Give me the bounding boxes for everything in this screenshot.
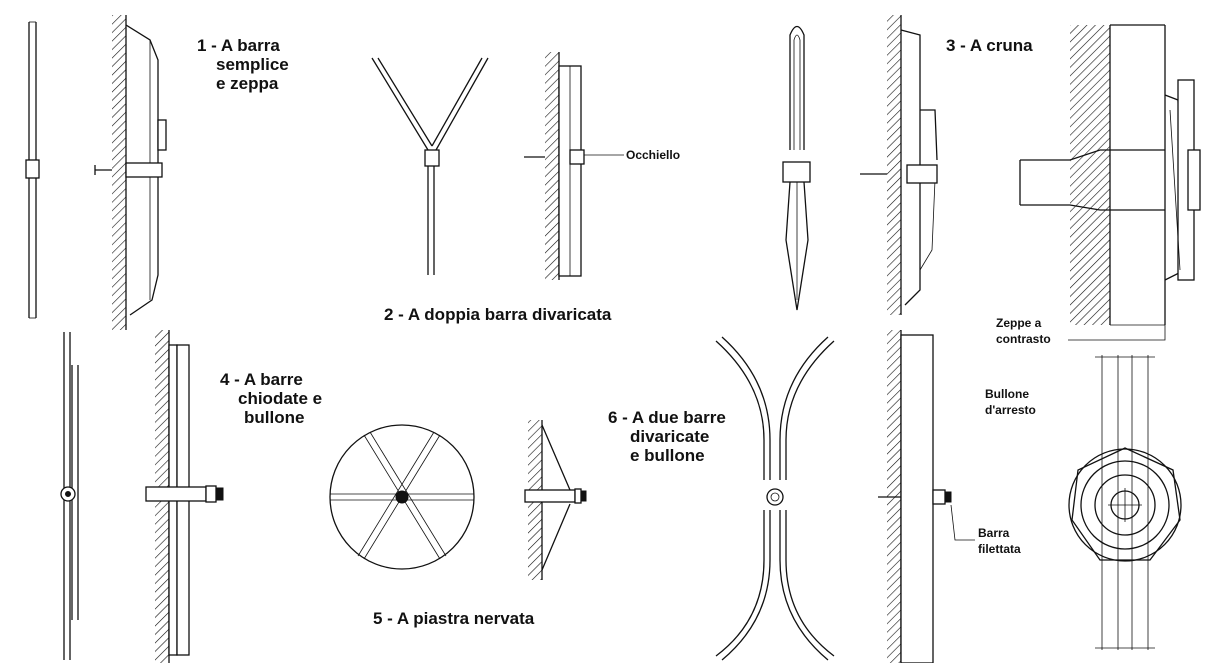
fig6-bolt-detail xyxy=(1068,355,1182,650)
bullone-label: Bullone d'arresto xyxy=(985,387,1036,417)
fig3-wall-section xyxy=(860,15,938,315)
occhiello-label: Occhiello xyxy=(626,148,680,162)
fig4-wall-section xyxy=(145,330,224,663)
fig4-bars-front-view xyxy=(60,332,79,660)
fig2-split-bar xyxy=(371,57,489,275)
fig1-wall-section xyxy=(112,15,127,330)
fig1-wedge-bar xyxy=(94,24,167,316)
fig6-label: 6 - A due barre divaricate e bullone xyxy=(608,408,731,465)
fig2-label: 2 - A doppia barra divaricata xyxy=(384,305,612,324)
zeppe-label: Zeppe a contrasto xyxy=(996,316,1051,346)
fig6-wall-section xyxy=(878,330,975,663)
fig1-label: 1 - A barra semplice e zeppa xyxy=(197,36,294,93)
fig3-eye-bar-front-view xyxy=(782,25,811,311)
fig6-two-bars-front-view xyxy=(715,336,835,661)
fig2-wall-section xyxy=(524,52,624,280)
fig3-detail-section xyxy=(1019,24,1201,341)
fig5-wall-section xyxy=(524,420,587,580)
fig1-bar-front-view xyxy=(25,21,40,319)
fig5-ribbed-plate-front-view xyxy=(329,424,475,570)
fig5-label: 5 - A piastra nervata xyxy=(373,609,535,628)
barra-label: Barra filettata xyxy=(978,526,1021,556)
fig3-label: 3 - A cruna xyxy=(946,36,1033,55)
fig4-label: 4 - A barre chiodate e bullone xyxy=(220,370,327,427)
